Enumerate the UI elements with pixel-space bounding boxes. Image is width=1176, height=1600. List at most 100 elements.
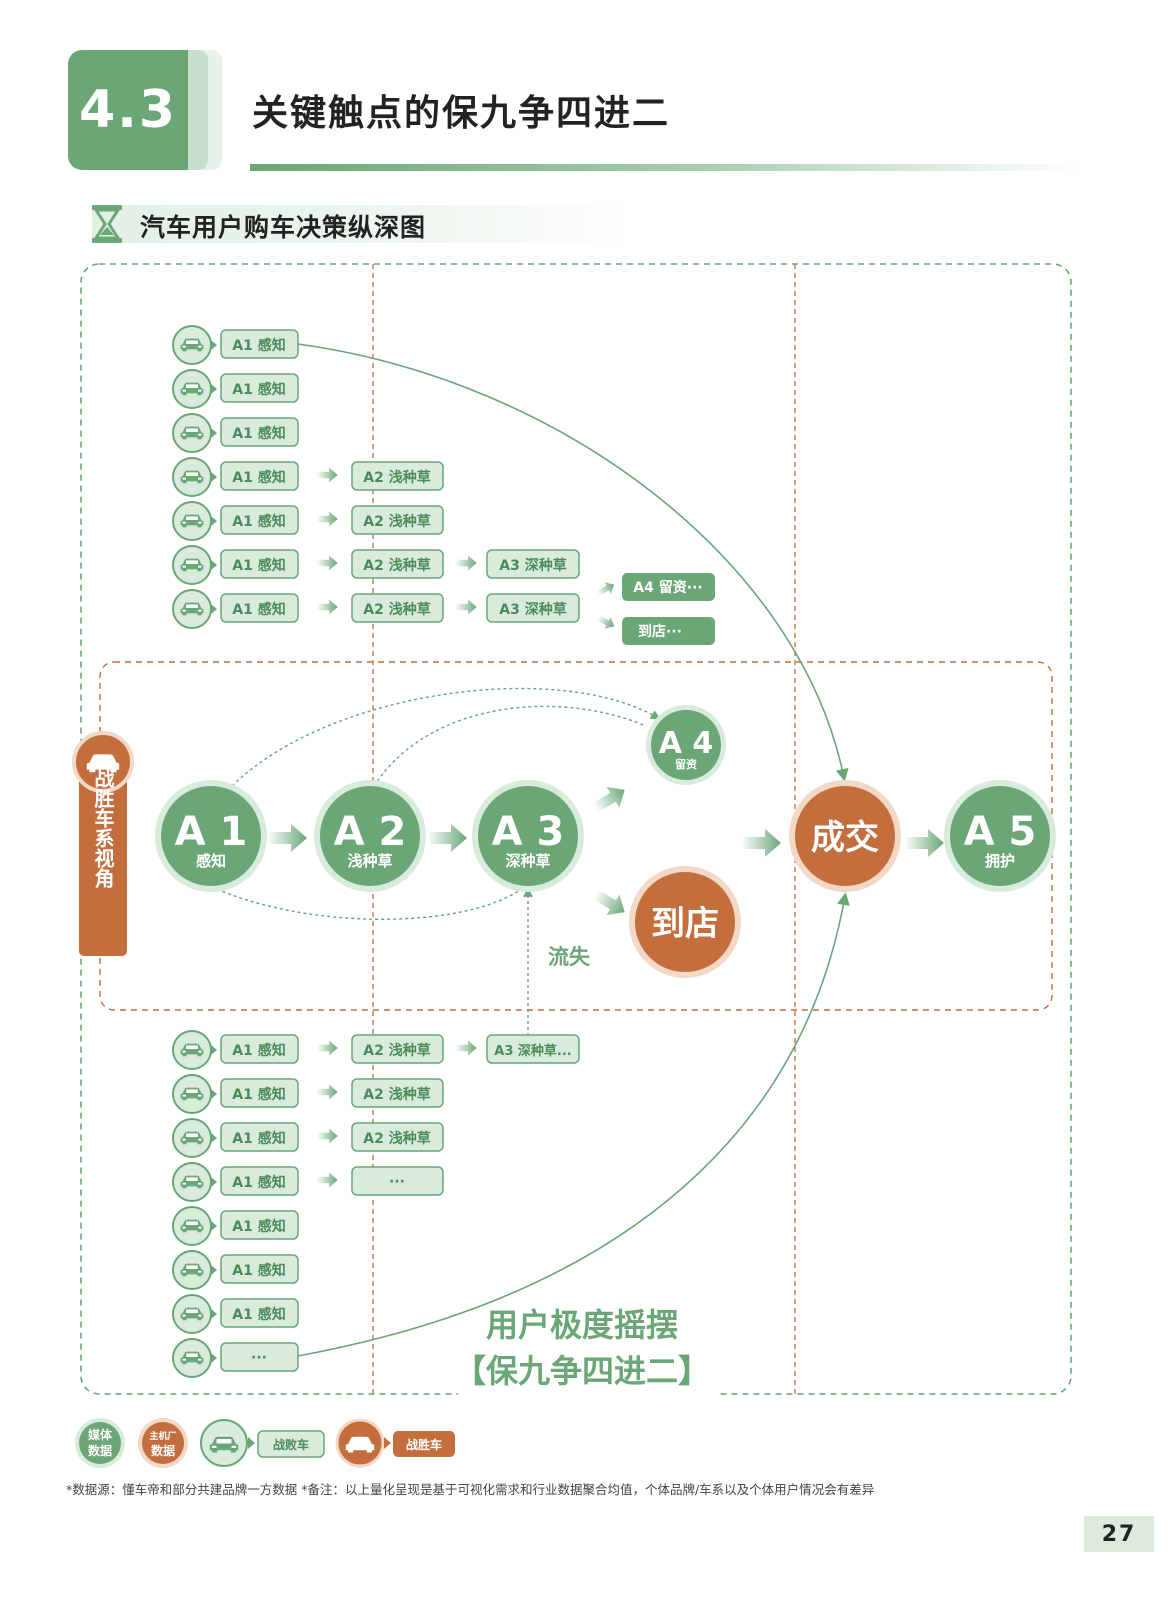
churn-label: 流失 (548, 945, 591, 969)
bottom-row-2: A1 感知 A2 浅种草 (173, 1075, 444, 1113)
car-icon (173, 458, 217, 496)
car-icon (173, 1295, 217, 1333)
a5-text: 拥护 (985, 852, 1015, 870)
store-tag (622, 617, 715, 645)
a2-label: A2 浅种草 (363, 513, 430, 530)
car-icon (173, 502, 217, 540)
arrow-up-icon (588, 779, 632, 819)
a2-label: A2 浅种草 (363, 1042, 430, 1059)
a1-label: A1 感知 (232, 1306, 285, 1323)
title-underline (250, 164, 1080, 171)
a1-label: A1 感知 (232, 1130, 285, 1147)
ellipsis-label: ··· (251, 1350, 267, 1366)
footnote: *数据源：懂车帝和部分共建品牌一方数据 *备注：以上量化呈现是基于可视化需求和行… (66, 1482, 875, 1497)
bottom-row-8: ··· (173, 1339, 299, 1377)
swing-gap (458, 1392, 720, 1396)
a4-tag-label: A4 留资··· (633, 579, 702, 596)
arrow-icon (741, 829, 781, 857)
a2-label: A2 浅种草 (363, 601, 430, 618)
arrow-icon (316, 1084, 338, 1100)
a1-text: 感知 (196, 852, 226, 870)
top-row-4: A1 感知 A2 浅种草 (173, 458, 444, 496)
a1-code: A 1 (175, 809, 248, 855)
arrow-up-icon (594, 578, 618, 600)
car-icon (173, 1031, 217, 1069)
oem-data-line1: 主机厂 (149, 1430, 176, 1442)
a1-label: A1 感知 (232, 1042, 285, 1059)
a2-label: A2 浅种草 (363, 1086, 430, 1103)
media-data-line2: 数据 (88, 1443, 112, 1458)
a3-text: 深种草 (505, 852, 550, 870)
hourglass-icon (92, 205, 122, 243)
a1-label: A1 感知 (232, 381, 285, 398)
a2-label: A2 浅种草 (363, 557, 430, 574)
dotted-a2-to-a4 (373, 705, 647, 787)
arrow-icon (427, 824, 467, 852)
a2-label: A2 浅种草 (363, 1130, 430, 1147)
dotted-a1-to-a3 (205, 883, 521, 920)
arrow-icon (316, 1128, 338, 1144)
bottom-row-5: A1 感知 (173, 1207, 299, 1245)
node-deal: 成交 (789, 780, 901, 892)
legend-oem-data: 主机厂 数据 (138, 1418, 188, 1468)
section-title: 关键触点的保九争四进二 (252, 93, 671, 134)
arrow-icon (316, 467, 338, 483)
arrow-icon (316, 1040, 338, 1056)
bottom-row-4: A1 感知 ··· (173, 1163, 444, 1201)
deal-text: 成交 (811, 818, 879, 858)
node-a5: A 5 拥护 (944, 780, 1056, 892)
node-store: 到店 (629, 866, 741, 978)
node-a2: A 2 浅种草 (314, 780, 426, 892)
node-a1: A 1 感知 (155, 780, 267, 892)
top-rows: A1 感知 A1 感知 A1 感知 A1 感知 A2 浅种草 A1 感知 A2 (173, 326, 715, 645)
arrow-down-icon (588, 883, 632, 923)
a2-text: 浅种草 (347, 852, 392, 870)
car-icon (173, 414, 217, 452)
arrow-down-icon (594, 611, 618, 633)
arrow-icon (267, 824, 307, 852)
top-row-7: A1 感知 A2 浅种草 A3 深种草 (173, 590, 580, 628)
a1-label: A1 感知 (232, 1086, 285, 1103)
a3-label: A3 深种草... (494, 1043, 571, 1059)
car-icon (173, 1163, 217, 1201)
a1-label: A1 感知 (232, 1218, 285, 1235)
swing-line-2: 【保九争四进二】 (454, 1352, 710, 1390)
car-icon (173, 590, 217, 628)
arrow-icon (316, 511, 338, 527)
car-icon (173, 326, 217, 364)
curve-bottom-to-deal (297, 892, 850, 1357)
arrow-icon (455, 1040, 477, 1056)
bottom-row-3: A1 感知 A2 浅种草 (173, 1119, 444, 1157)
car-icon (173, 1339, 217, 1377)
node-a4: A 4 留资 (646, 705, 726, 785)
top-row-3: A1 感知 (173, 414, 299, 452)
legend-defeated-car: 战败车 (200, 1419, 325, 1467)
a1-label: A1 感知 (232, 513, 285, 530)
legend: 媒体 数据 主机厂 数据 战败车 战胜车 (75, 1418, 455, 1468)
top-row-2: A1 感知 (173, 370, 299, 408)
legend-winning-car: 战胜车 (335, 1418, 455, 1468)
car-icon (173, 1119, 217, 1157)
defeated-label: 战败车 (273, 1437, 309, 1452)
a2-code: A 2 (334, 809, 407, 855)
top-row-1: A1 感知 (173, 326, 299, 364)
car-icon (173, 546, 217, 584)
swing-line-1: 用户极度摇摆 (486, 1306, 678, 1344)
top-row-6: A1 感知 A2 浅种草 A3 深种草 (173, 546, 580, 584)
a4-tag (622, 573, 715, 601)
legend-media-data: 媒体 数据 (75, 1418, 125, 1468)
media-data-line1: 媒体 (88, 1427, 113, 1442)
store-text: 到店 (651, 904, 719, 944)
side-label-text: 战胜车系视角 (91, 768, 115, 889)
a2-label: A2 浅种草 (363, 469, 430, 486)
a4-code: A 4 (659, 726, 714, 761)
a1-label: A1 感知 (232, 425, 285, 442)
a3-label: A3 深种草 (499, 557, 566, 574)
store-tag-label: 到店··· (638, 623, 682, 640)
bottom-row-1: A1 感知 A2 浅种草 A3 深种草... (173, 1031, 580, 1069)
arrow-icon (904, 829, 944, 857)
arrow-icon (316, 555, 338, 571)
car-icon (173, 1075, 217, 1113)
section-number: 4.3 (68, 50, 188, 170)
